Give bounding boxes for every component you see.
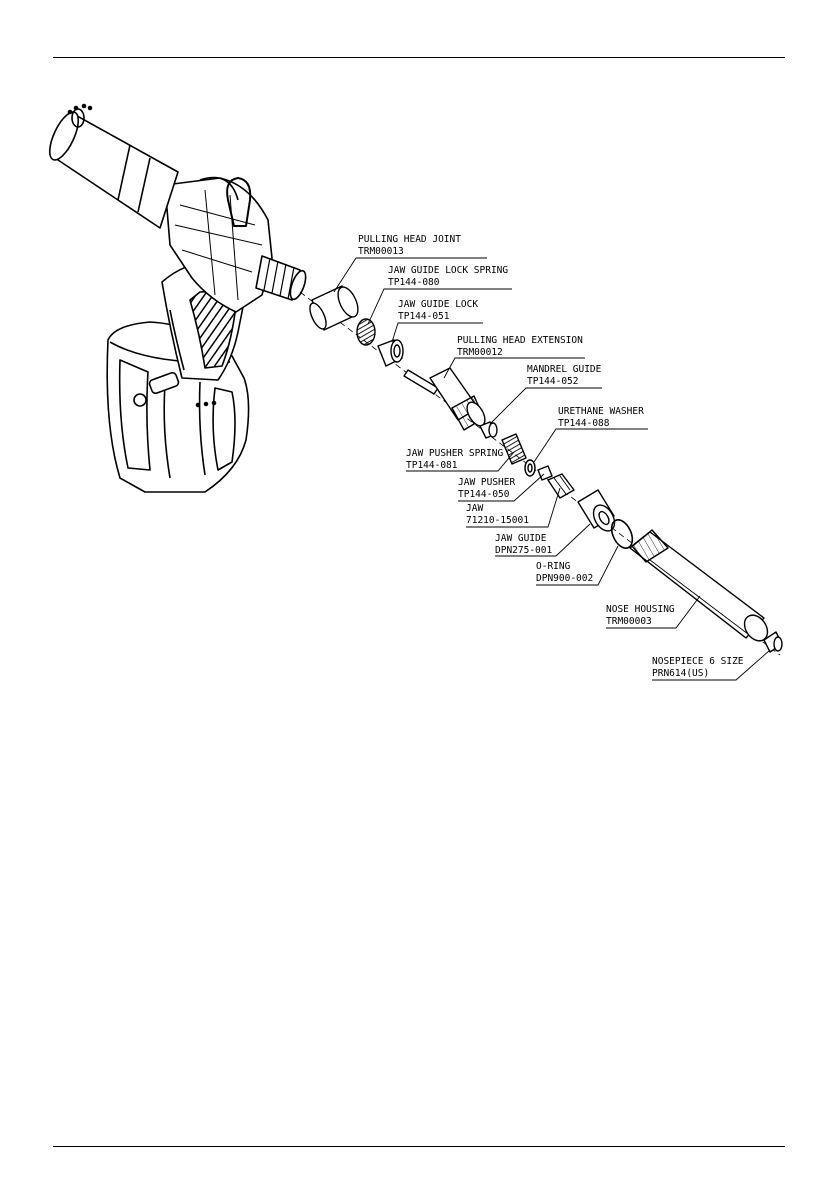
battery-latch xyxy=(133,371,180,407)
leader-lines xyxy=(333,257,771,681)
pulling-head-joint-part xyxy=(309,285,359,331)
label-name: O-RING xyxy=(536,561,571,572)
label-code: 71210-15001 xyxy=(466,515,529,526)
label-name: PULLING HEAD EXTENSION xyxy=(457,335,583,346)
part-labels: PULLING HEAD JOINT TRM00013 JAW GUIDE LO… xyxy=(358,234,744,679)
label-code: DPN275-001 xyxy=(495,545,552,556)
motor-tube xyxy=(48,103,179,229)
urethane-washer-part xyxy=(524,459,536,477)
rivet-tool-body xyxy=(48,103,307,493)
label-name: NOSE HOUSING xyxy=(606,604,675,615)
label-name: JAW GUIDE xyxy=(495,533,547,544)
header-rule xyxy=(53,57,785,58)
label-code: TP144-080 xyxy=(388,277,440,288)
label-name: MANDREL GUIDE xyxy=(527,364,602,375)
nosepiece-part xyxy=(763,631,783,653)
pulling-head-extension-part xyxy=(403,367,486,431)
tool-nose-adapter xyxy=(255,255,307,301)
label-code: TP144-052 xyxy=(527,376,578,387)
label-code: TP144-051 xyxy=(398,311,450,322)
label-code: TRM00012 xyxy=(457,347,503,358)
hanger-hook xyxy=(226,177,252,227)
label-code: TP144-081 xyxy=(406,460,458,471)
label-name: JAW PUSHER xyxy=(458,477,515,488)
footer-rule xyxy=(53,1146,785,1147)
nose-housing-part xyxy=(629,529,769,642)
jaw-pusher-spring-part xyxy=(501,433,527,465)
jaw-guide-lock-part xyxy=(377,339,404,367)
label-name: JAW xyxy=(466,503,483,514)
label-code: TP144-088 xyxy=(558,418,610,429)
label-code: TP144-050 xyxy=(458,489,510,500)
label-name: JAW PUSHER SPRING xyxy=(406,448,504,459)
mandrel-guide-part xyxy=(479,421,498,439)
jaw-guide-lock-spring-part xyxy=(356,318,376,346)
label-name: NOSEPIECE 6 SIZE xyxy=(652,656,744,667)
label-name: PULLING HEAD JOINT xyxy=(358,234,461,245)
label-code: DPN900-002 xyxy=(536,573,593,584)
jaw-guide-part xyxy=(577,489,616,532)
label-code: TRM00003 xyxy=(606,616,652,627)
label-name: JAW GUIDE LOCK SPRING xyxy=(388,265,508,276)
label-code: TRM00013 xyxy=(358,246,404,257)
label-name: JAW GUIDE LOCK xyxy=(398,299,478,310)
jaw-part xyxy=(547,473,575,499)
label-code: PRN614(US) xyxy=(652,668,709,679)
label-name: URETHANE WASHER xyxy=(558,406,644,417)
o-ring-part xyxy=(610,519,634,549)
